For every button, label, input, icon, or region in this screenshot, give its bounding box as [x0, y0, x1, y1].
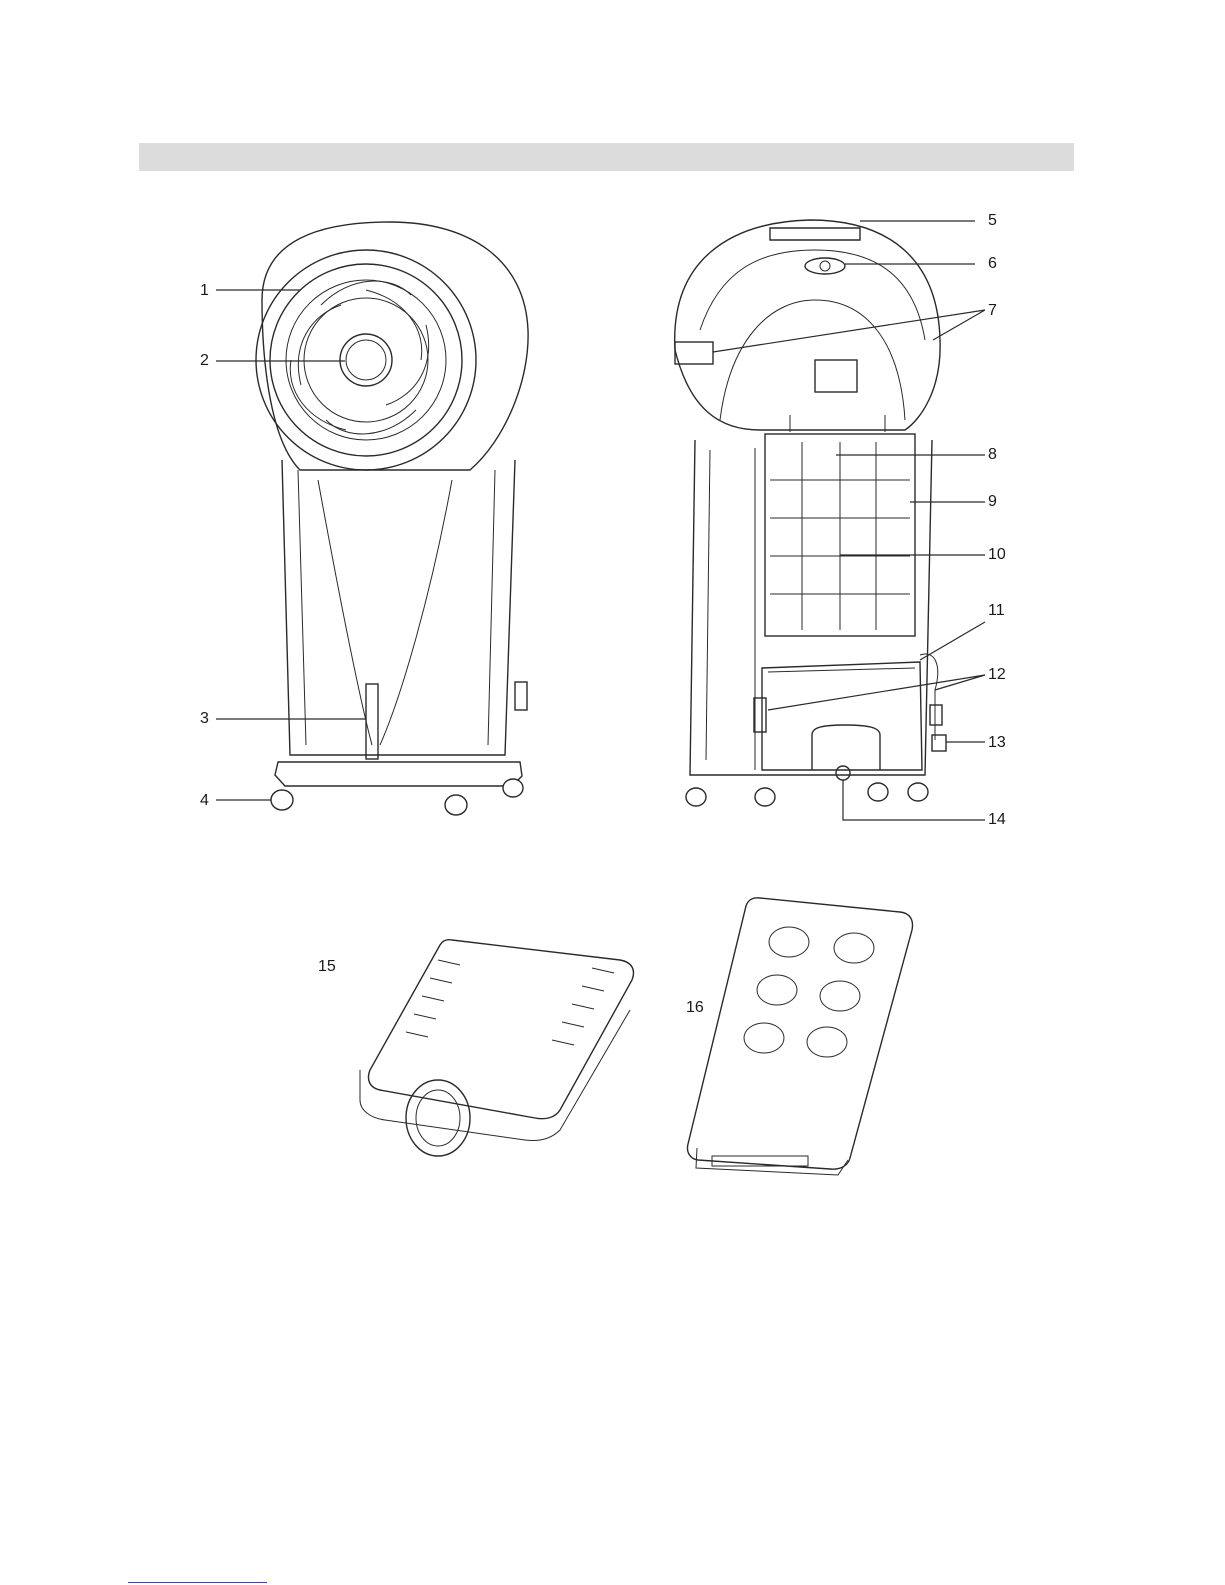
- callout-5: 5: [988, 213, 997, 229]
- callout-9: 9: [988, 494, 997, 510]
- callout-3: 3: [200, 711, 209, 727]
- callout-1: 1: [200, 283, 209, 299]
- filter-grid: [770, 442, 910, 630]
- leader-lines: [216, 221, 985, 820]
- callout-11: 11: [988, 603, 1005, 619]
- callout-4: 4: [200, 793, 209, 809]
- ice-pack-ribs: [406, 960, 614, 1045]
- callout-7: 7: [988, 303, 997, 319]
- callout-6: 6: [988, 256, 997, 272]
- ice-pack: [360, 940, 634, 1156]
- front-view: [256, 222, 528, 815]
- callout-16: 16: [686, 1000, 704, 1016]
- callout-14: 14: [988, 812, 1006, 828]
- callout-12: 12: [988, 667, 1006, 683]
- fan-blades: [286, 280, 446, 440]
- callout-2: 2: [200, 353, 209, 369]
- callout-15: 15: [318, 959, 336, 975]
- remote-control: [687, 898, 912, 1175]
- remote-buttons: [744, 927, 874, 1057]
- callout-13: 13: [988, 735, 1006, 751]
- callout-10: 10: [988, 547, 1006, 563]
- footer-link-underline: [128, 1582, 267, 1583]
- back-view: [675, 220, 946, 806]
- callout-8: 8: [988, 447, 997, 463]
